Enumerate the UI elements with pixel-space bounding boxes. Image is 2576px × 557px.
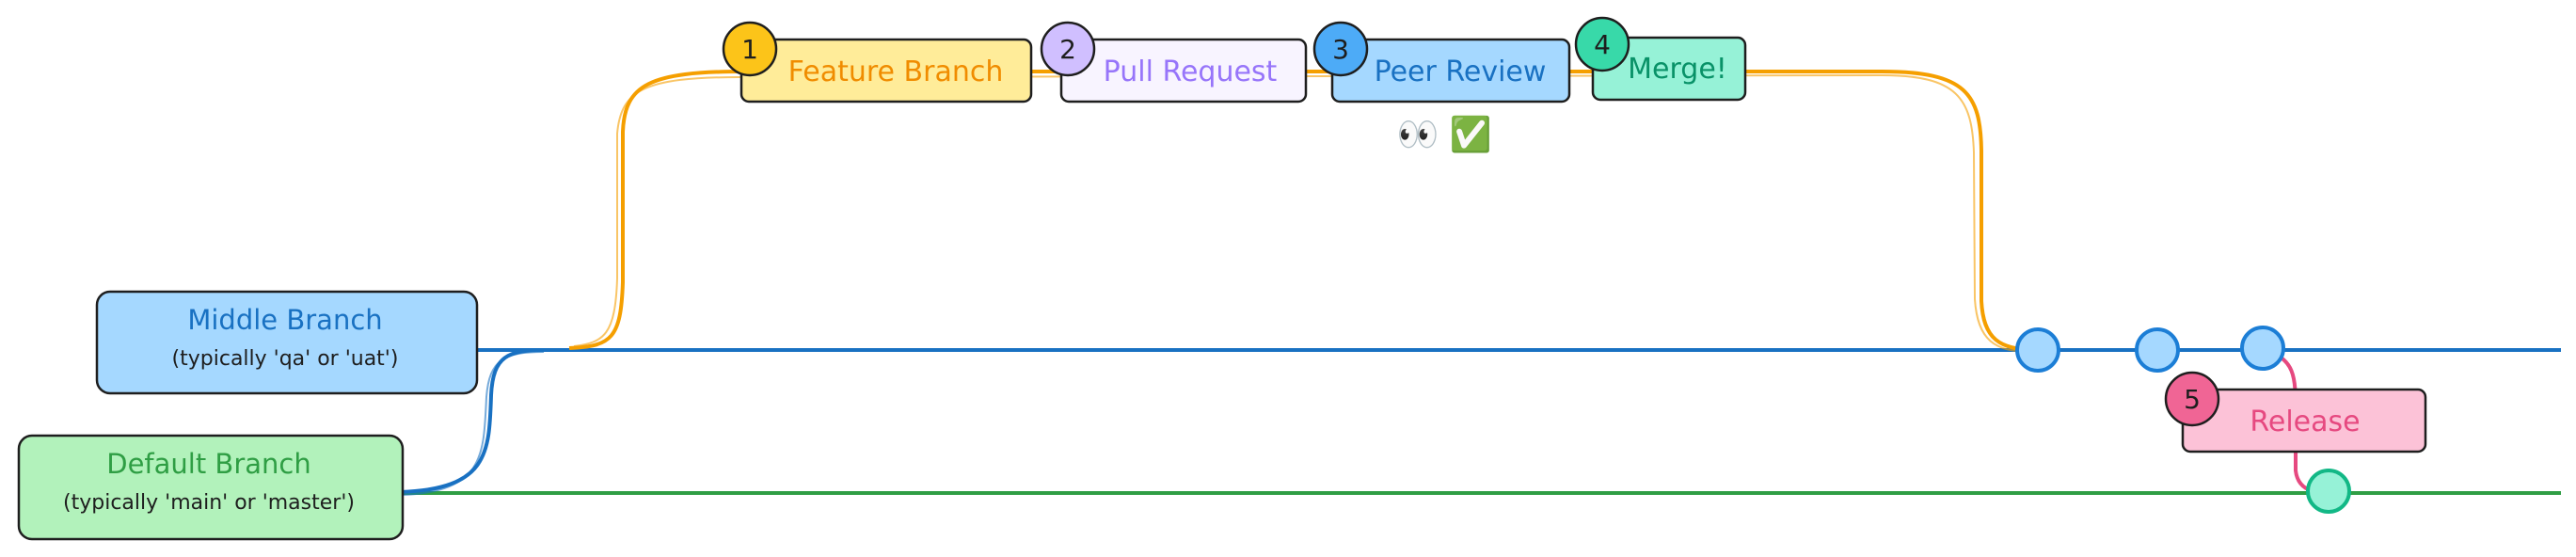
step-3-number: 3	[1332, 34, 1349, 65]
middle-commit-node-1	[2015, 327, 2060, 373]
default-to-middle-connector	[399, 348, 547, 494]
step-feature-branch-label: Feature Branch	[788, 56, 1004, 88]
step-4-number: 4	[1594, 29, 1611, 60]
step-4-badge	[1574, 16, 1630, 72]
step-1-number: 1	[741, 34, 758, 65]
default-commit-node	[2306, 469, 2351, 514]
feature-branch-line	[568, 70, 2038, 352]
step-merge: Merge! 4	[1574, 16, 1747, 102]
step-feature-branch: Feature Branch 1	[722, 21, 1033, 103]
step-2-badge	[1040, 21, 1096, 77]
step-5-number: 5	[2184, 384, 2201, 415]
middle-branch-title: Middle Branch	[187, 304, 382, 336]
middle-branch-subtitle: (typically 'qa' or 'uat')	[172, 347, 399, 371]
step-release: Release 5	[2164, 371, 2427, 454]
step-release-label: Release	[2250, 406, 2360, 438]
step-5-badge	[2164, 371, 2220, 427]
default-branch-title: Default Branch	[106, 448, 310, 480]
step-2-number: 2	[1059, 34, 1076, 65]
default-branch-subtitle: (typically 'main' or 'master')	[63, 491, 355, 515]
default-branch-box: Default Branch (typically 'main' or 'mas…	[17, 434, 405, 541]
step-merge-label: Merge!	[1628, 53, 1727, 86]
step-1-badge	[722, 21, 778, 77]
step-peer-review: Peer Review 3	[1312, 21, 1571, 103]
middle-branch-box: Middle Branch (typically 'qa' or 'uat')	[95, 290, 479, 395]
step-pull-request: Pull Request 2	[1040, 21, 1308, 103]
step-peer-review-label: Peer Review	[1375, 56, 1547, 88]
review-emoji: 👀 ✅	[1396, 115, 1491, 154]
step-3-badge	[1312, 21, 1369, 77]
step-pull-request-label: Pull Request	[1104, 56, 1278, 88]
middle-commit-node-2	[2135, 327, 2180, 373]
middle-commit-node-3	[2240, 326, 2285, 371]
